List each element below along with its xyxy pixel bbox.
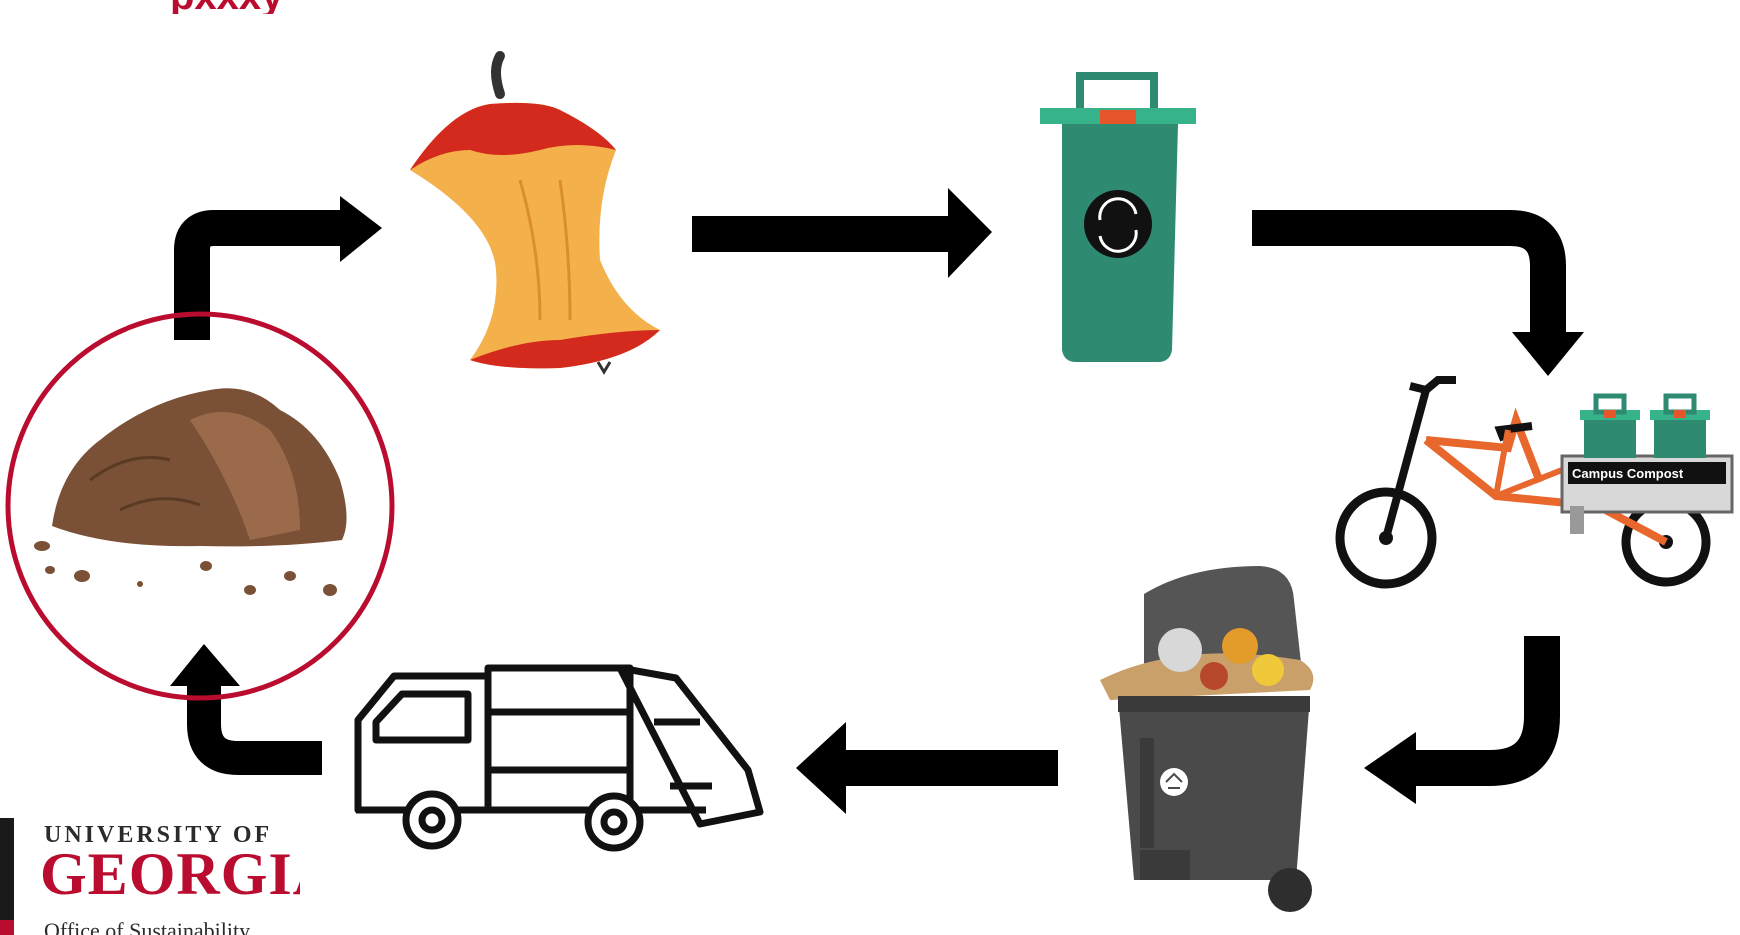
arrow-bin-to-bike [1252,210,1584,376]
logo-red-mark [0,920,14,935]
title-fragment: pxxxy [170,0,283,14]
arrow-bike-to-cart [1364,636,1560,804]
logo-university-of: UNIVERSITY OF [44,822,273,848]
cargo-bike-icon: Campus Compost [1335,376,1734,589]
arrows [170,188,1584,814]
compost-soil-icon [5,311,395,701]
arrow-truck-to-soil [170,644,322,775]
logo-office-of-sustainability: Office of Sustainability [44,918,251,935]
gray-trash-cart-icon [1100,566,1314,912]
garbage-truck-icon [354,664,764,852]
logo-arch-mark [0,818,14,928]
apple-core-icon [410,51,660,375]
logo-georgia: GEORGIA [40,841,300,907]
green-compost-bin-icon [1040,72,1196,362]
arrow-cart-to-truck [796,722,1058,814]
arrow-soil-to-apple [174,196,382,340]
cart-label: Campus Compost [1572,466,1684,481]
arrow-apple-to-bin [692,188,992,278]
uga-logo: UNIVERSITY OF GEORGIA Office of Sustaina… [0,808,300,935]
